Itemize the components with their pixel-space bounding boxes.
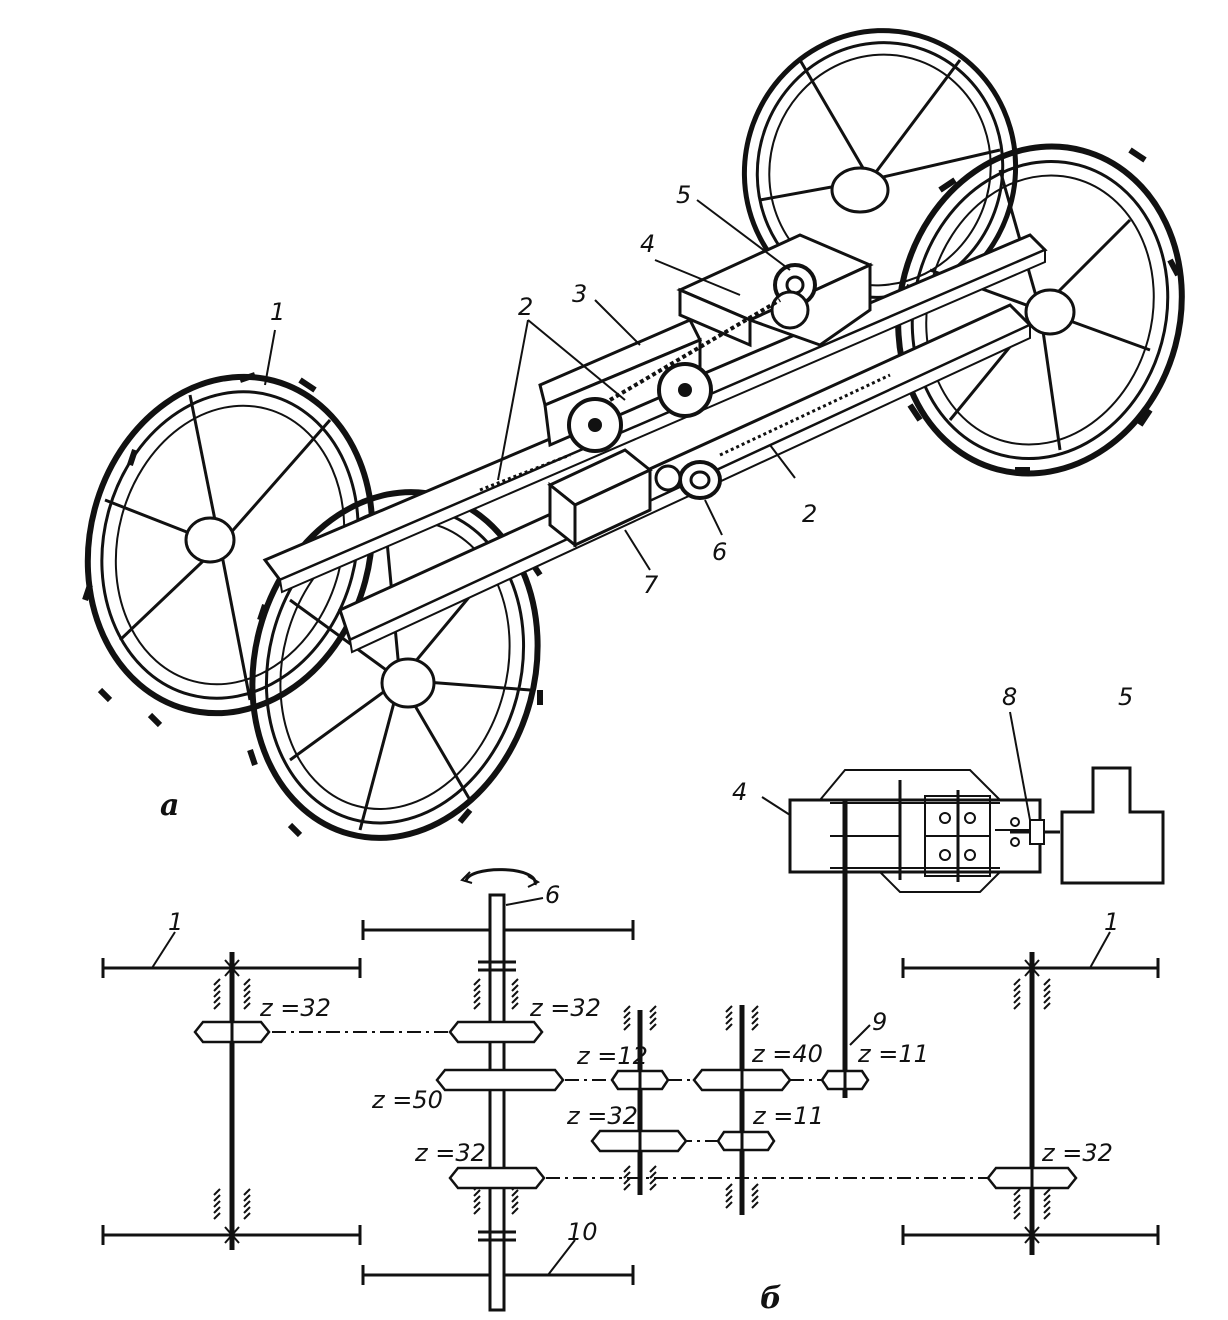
callout-a-2-lower: 2 <box>802 500 817 528</box>
kinematic-scheme <box>101 711 1165 1312</box>
gears <box>193 1020 1078 1190</box>
left-wheel-assembly <box>101 952 362 1250</box>
handwheel-pulley <box>654 460 722 500</box>
coupling <box>1010 817 1060 847</box>
callout-a-4: 4 <box>640 230 655 258</box>
teeth-mid1-top-gear: z =12 <box>576 1042 648 1070</box>
teeth-left-wheel-gear: z =32 <box>259 994 331 1022</box>
teeth-right-wheel-gear: z =32 <box>1041 1139 1113 1167</box>
callout-b-1-right: 1 <box>1104 908 1119 936</box>
reducer-block <box>788 769 1042 893</box>
teeth-mid2-bottom-gear: z =11 <box>752 1102 824 1130</box>
callout-b-10: 10 <box>567 1218 598 1246</box>
callout-a-3: 3 <box>572 280 587 308</box>
callout-b-9: 9 <box>872 1008 887 1036</box>
teeth-mid2-top-gear: z =40 <box>751 1040 823 1068</box>
carriage-perspective-view <box>82 28 1185 841</box>
callout-b-4: 4 <box>732 778 747 806</box>
wheel-back-left <box>82 372 376 728</box>
teeth-shaft6-top-gear: z =32 <box>529 994 601 1022</box>
teeth-shaft9-gear: z =11 <box>857 1040 929 1068</box>
callout-b-1-left: 1 <box>168 908 183 936</box>
reducer <box>770 263 817 330</box>
drive-chain <box>608 298 782 402</box>
callout-a-6: 6 <box>712 538 727 566</box>
control-box <box>547 448 653 549</box>
electric-motor <box>1060 766 1165 885</box>
callout-b-8: 8 <box>1002 683 1017 711</box>
teeth-mid1-bottom-gear: z =32 <box>566 1102 638 1130</box>
teeth-shaft6-big-gear: z =50 <box>371 1086 443 1114</box>
callout-b-6: 6 <box>545 881 560 909</box>
bearings <box>213 978 1051 1220</box>
sprocket-1 <box>567 397 623 453</box>
frame-beam-left <box>262 233 1048 594</box>
callout-a-2-upper: 2 <box>518 293 533 321</box>
callout-b-5: 5 <box>1118 683 1133 711</box>
chain-left <box>479 453 571 492</box>
right-wheel-assembly <box>901 952 1160 1255</box>
callout-a-7: 7 <box>643 571 659 599</box>
chain-right <box>719 373 891 457</box>
teeth-shaft6-bottom-gear: z =32 <box>414 1139 486 1167</box>
wheel-front-left <box>247 489 543 841</box>
part-b-label: б <box>760 1281 782 1316</box>
callout-a-5: 5 <box>676 181 691 209</box>
callout-a-1: 1 <box>270 298 285 326</box>
handwheel-shaft <box>361 868 635 1312</box>
part-a-label: а <box>160 788 179 823</box>
sprocket-2 <box>657 362 713 418</box>
